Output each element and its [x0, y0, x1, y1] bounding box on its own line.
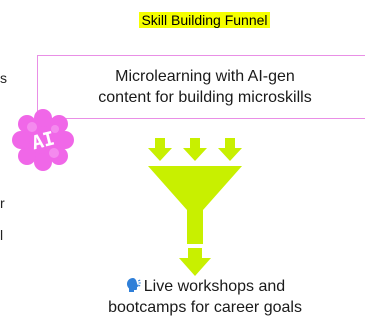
microlearning-line-2: content for building microskills	[98, 89, 312, 106]
funnel-icon	[148, 166, 242, 276]
ai-badge-label: AI	[29, 128, 57, 155]
diagram-title-text: Skill Building Funnel	[139, 12, 270, 28]
microlearning-text: Microlearning with AI-gen content for bu…	[45, 66, 365, 108]
down-arrows	[148, 138, 242, 161]
workshops-line-1-text: Live workshops and	[143, 278, 286, 295]
diagram-title: Skill Building Funnel	[113, 10, 296, 30]
workshops-line-1: Live workshops and	[85, 276, 325, 297]
cropped-text-fragment-3: l	[0, 227, 4, 243]
microlearning-line-1: Microlearning with AI-gen	[115, 68, 295, 85]
cropped-text-fragment-2: r	[0, 195, 5, 211]
arrow-down-icon	[183, 138, 207, 161]
workshops-line-2: bootcamps for career goals	[108, 299, 302, 316]
arrow-down-icon	[179, 248, 211, 276]
arrow-down-icon	[218, 138, 242, 161]
ai-brain-icon: AI	[12, 109, 74, 171]
microlearning-box	[37, 55, 365, 119]
arrow-down-icon	[148, 138, 172, 161]
cropped-text-fragment-1: s	[0, 70, 7, 86]
speaking-head-icon	[126, 278, 141, 292]
workshops-text: Live workshops and bootcamps for career …	[85, 276, 325, 318]
